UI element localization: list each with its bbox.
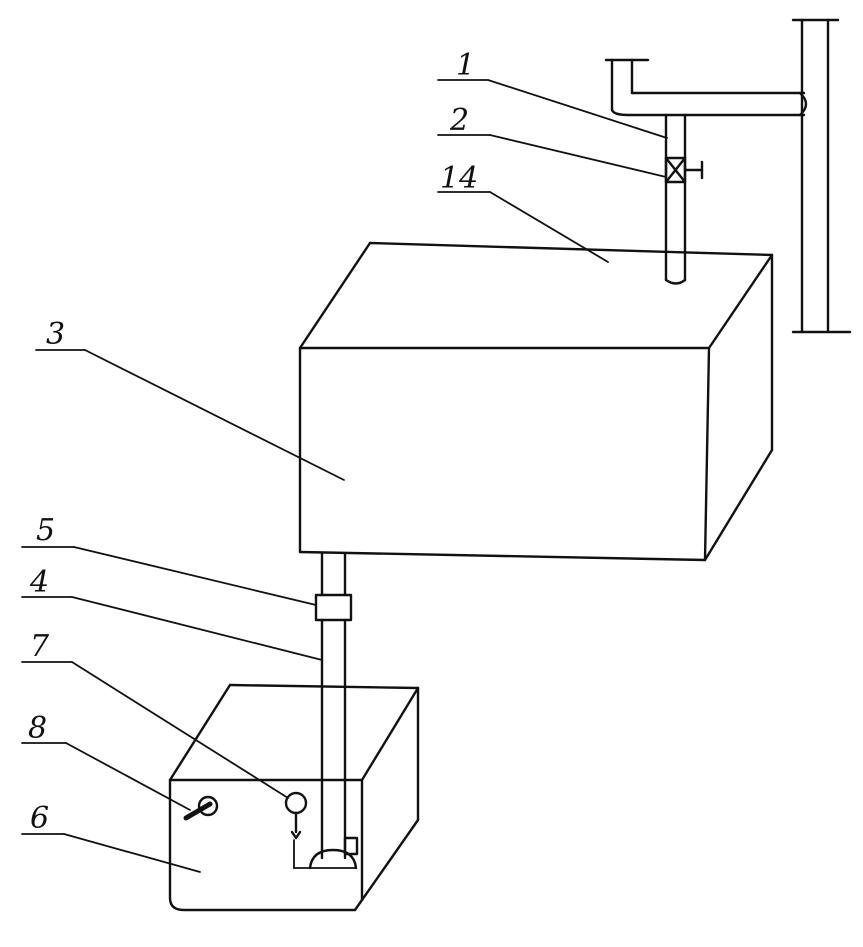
supply-riser [791,18,852,334]
label-1: 1 [456,48,475,83]
valve [664,156,704,184]
label-3: 3 [46,317,65,352]
label-7: 7 [30,629,50,664]
label-2: 2 [449,103,469,138]
down-pipe [320,552,347,860]
label-6: 6 [30,801,49,836]
side-fitting [183,795,219,821]
float-ball [284,791,308,840]
pipe-foot [308,836,359,870]
label-4: 4 [29,565,49,600]
pipe-coupling [314,593,353,622]
label-14: 14 [440,161,478,196]
lower-tank [168,683,420,912]
upper-tank [298,241,774,562]
label-8: 8 [28,711,47,746]
leader-lines [21,79,668,873]
label-5: 5 [36,513,55,548]
